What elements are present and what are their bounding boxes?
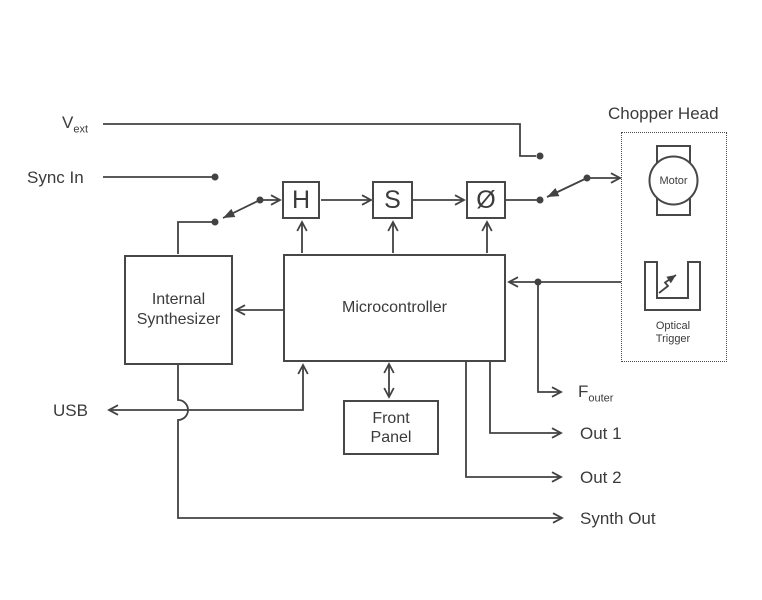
motor-icon <box>648 145 699 216</box>
motor-switch-lever <box>546 177 588 198</box>
microcontroller-label: Microcontroller <box>342 299 447 316</box>
front-panel-label: Front Panel <box>370 409 412 446</box>
trigger-branch-dot <box>534 278 542 286</box>
motor-circle <box>648 155 699 206</box>
v-ext-subscript: ext <box>73 123 89 136</box>
optical-trigger-icon <box>644 261 701 311</box>
chopper-head-enclosure <box>621 132 727 362</box>
f-outer-label: Fouter <box>578 382 613 404</box>
chopper-head-title: Chopper Head <box>608 104 719 123</box>
v-ext-base: V <box>62 113 74 132</box>
out-2-label: Out 2 <box>580 468 622 487</box>
optical-trigger-label: Optical Trigger <box>655 320 691 345</box>
synth-contact-wire <box>177 221 215 254</box>
phase-block-label: Ø <box>476 185 496 214</box>
out-2-wire <box>465 362 563 483</box>
usb-wire <box>107 363 309 416</box>
input-switch-pivot-dot <box>256 196 264 204</box>
v-ext-label: Vext <box>62 113 88 135</box>
motor-label: Motor <box>659 175 688 187</box>
phase-contact-dot <box>536 196 544 204</box>
trigger-fork-shape <box>644 261 701 311</box>
s-block: S <box>372 181 413 219</box>
sync-contact-dot <box>211 173 219 181</box>
v-ext-wire <box>103 123 536 157</box>
usb-label: USB <box>53 401 88 420</box>
trigger-beam-arrow <box>658 274 677 294</box>
f-outer-wire <box>537 282 563 398</box>
s-block-label: S <box>384 185 401 214</box>
f-outer-base: F <box>578 382 589 401</box>
synth-contact-dot <box>211 218 219 226</box>
v-ext-contact-dot <box>536 152 544 160</box>
front-panel-block: Front Panel <box>343 400 439 455</box>
synth-out-label: Synth Out <box>580 509 656 528</box>
out-1-wire <box>489 362 563 439</box>
internal-synthesizer-label: Internal Synthesizer <box>136 291 221 328</box>
input-switch-lever <box>222 199 261 219</box>
phase-block: Ø <box>466 181 506 219</box>
h-block: H <box>282 181 320 219</box>
h-block-label: H <box>291 185 311 214</box>
f-outer-subscript: outer <box>588 392 614 405</box>
internal-synthesizer-block: Internal Synthesizer <box>124 255 233 365</box>
out-1-label: Out 1 <box>580 424 622 443</box>
junction-dots <box>211 152 591 286</box>
microcontroller-block: Microcontroller <box>283 254 506 362</box>
sync-in-label: Sync In <box>27 168 84 187</box>
motor-switch-pivot-dot <box>583 174 591 182</box>
synth-out-wire <box>177 365 564 524</box>
